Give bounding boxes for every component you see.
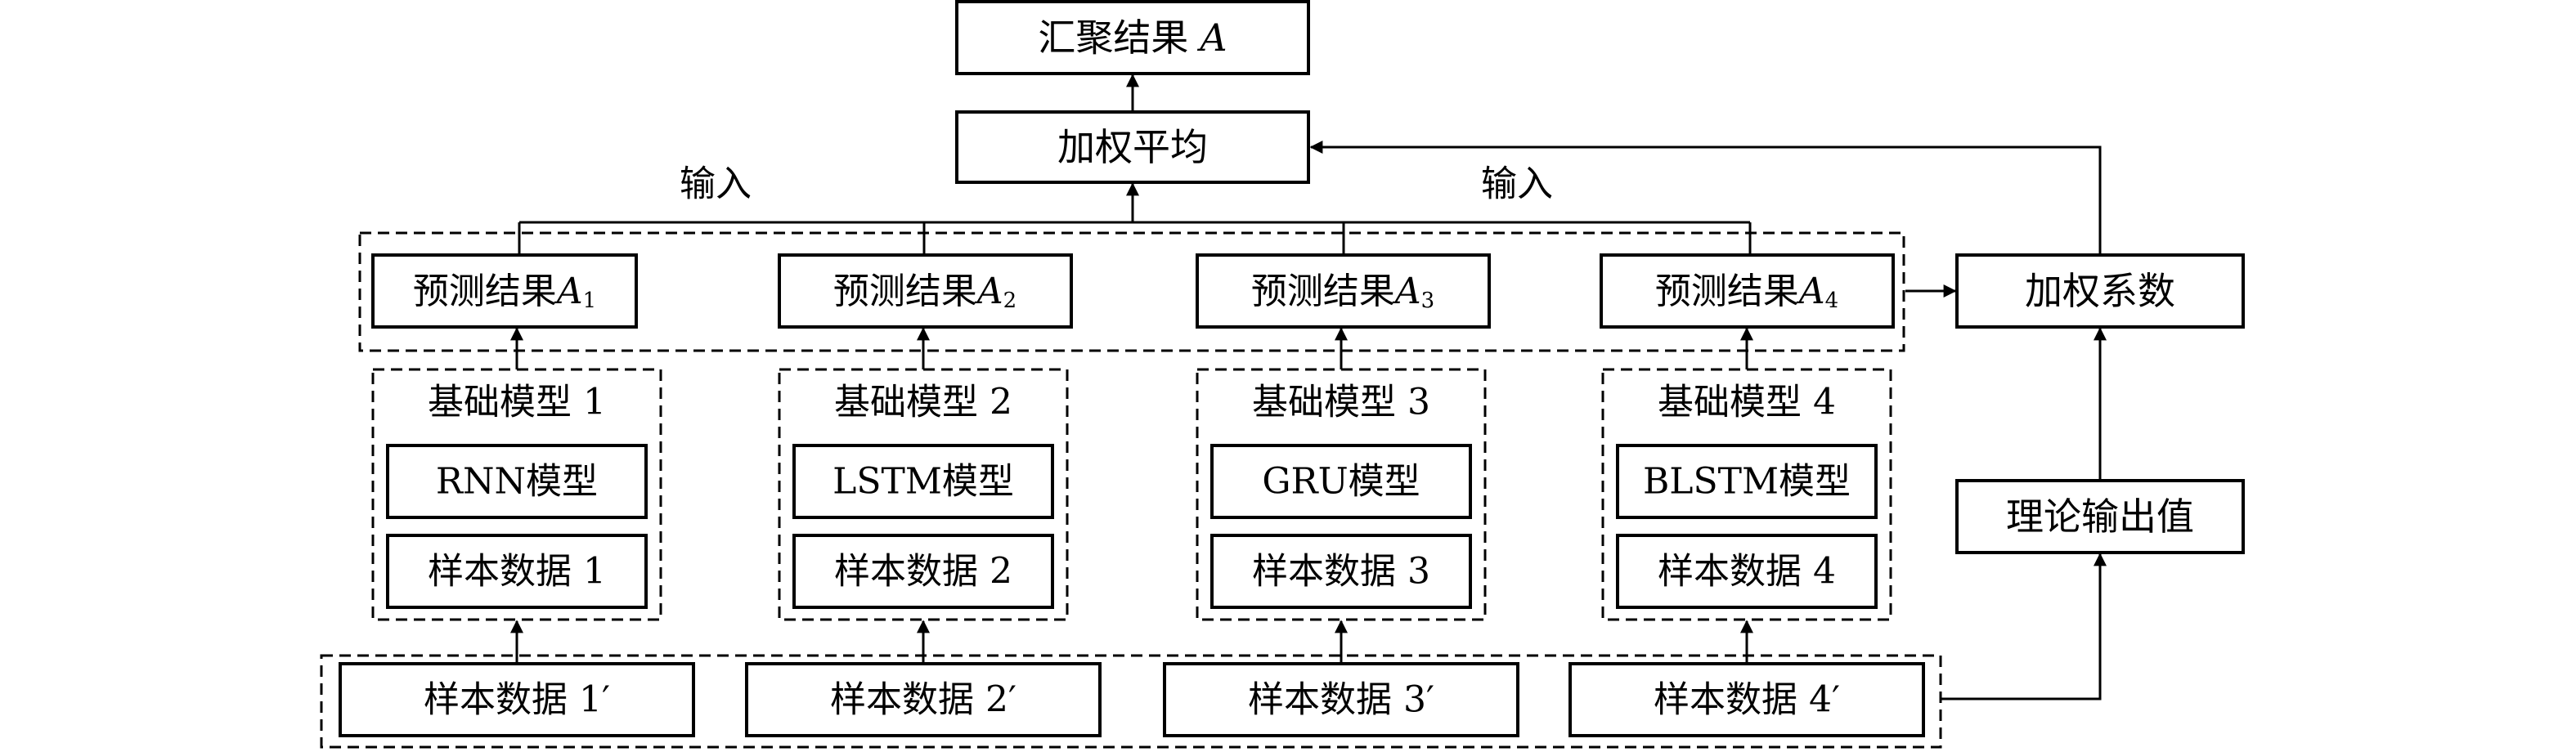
source-sample-label-4: 样本数据 4′	[1654, 679, 1840, 721]
sample-label-4: 样本数据 4	[1658, 551, 1836, 593]
prediction-label-3: 预测结果A3	[1251, 271, 1434, 314]
sample-label-1: 样本数据 1	[428, 551, 606, 593]
model-box-2	[792, 444, 1054, 519]
base-model-title-1: 基础模型 1	[428, 382, 606, 423]
arrow-weights-to-avg	[1309, 141, 2102, 255]
prediction-box-2	[778, 253, 1073, 329]
model-label-2: LSTM模型	[832, 461, 1014, 503]
sample-label-3: 样本数据 3	[1252, 551, 1430, 593]
model-box-4	[1616, 444, 1878, 519]
input-label-left: 输入	[680, 163, 752, 205]
sample-label-2: 样本数据 2	[834, 551, 1012, 593]
source-sample-label-3: 样本数据 3′	[1248, 679, 1434, 721]
base-model-title-2: 基础模型 2	[834, 382, 1012, 423]
source-sample-label-1: 样本数据 1′	[424, 679, 610, 721]
prediction-label-2: 预测结果A2	[833, 271, 1016, 314]
source-sample-box-1	[339, 662, 695, 737]
prediction-box-4	[1600, 253, 1895, 329]
theory-output-box	[1955, 479, 2245, 554]
sample-box-1	[386, 534, 648, 609]
weights-box	[1955, 253, 2245, 329]
source-sample-box-2	[745, 662, 1102, 737]
sample-box-3	[1210, 534, 1472, 609]
source-sample-label-2: 样本数据 2′	[830, 679, 1016, 721]
prediction-label-4: 预测结果A4	[1655, 271, 1838, 314]
sample-box-4	[1616, 534, 1878, 609]
sample-box-2	[792, 534, 1054, 609]
prediction-box-3	[1196, 253, 1491, 329]
model-label-1: RNN模型	[436, 461, 598, 503]
input-label-right: 输入	[1481, 163, 1553, 205]
weighted-average-label: 加权平均	[1057, 125, 1208, 169]
theory-output-label: 理论输出值	[2006, 495, 2194, 539]
model-box-3	[1210, 444, 1472, 519]
model-box-1	[386, 444, 648, 519]
predictions-group	[358, 231, 1905, 352]
model-label-3: GRU模型	[1262, 461, 1420, 503]
weights-label: 加权系数	[2025, 269, 2175, 313]
prediction-box-1	[371, 253, 638, 329]
aggregate-result-box	[955, 0, 1310, 75]
base-model-title-4: 基础模型 4	[1658, 382, 1836, 423]
model-label-4: BLSTM模型	[1643, 461, 1851, 503]
weighted-average-box	[955, 110, 1310, 184]
source-samples-group	[320, 654, 1942, 749]
prediction-label-1: 预测结果A1	[413, 271, 596, 314]
base-model-title-3: 基础模型 3	[1252, 382, 1430, 423]
arrow-samples-to-theory	[1941, 553, 2107, 701]
